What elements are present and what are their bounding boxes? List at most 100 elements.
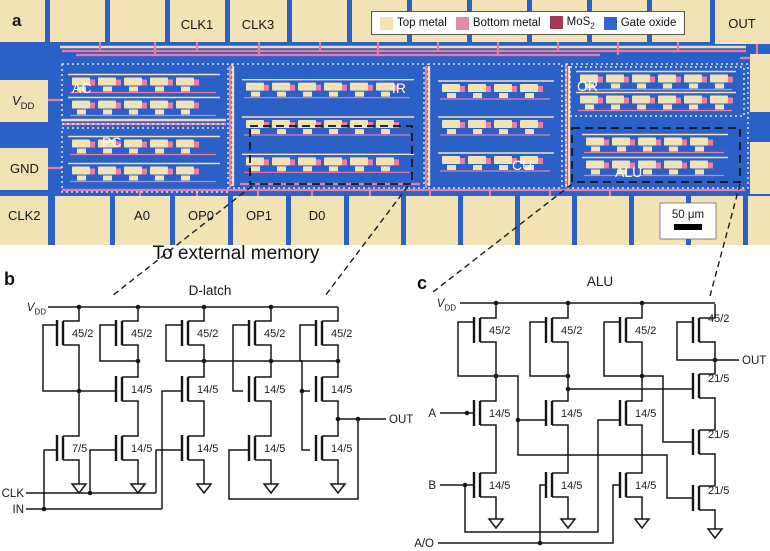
transistor: 14/5 — [180, 361, 218, 417]
svg-text:14/5: 14/5 — [489, 408, 510, 420]
transistor: 45/2 — [618, 302, 656, 358]
svg-text:45/2: 45/2 — [197, 328, 218, 340]
die-micrograph: a CLK1 CLK3 OUT VDD GND CLK2 A0 OP0 OP1 … — [0, 0, 770, 245]
legend-item-gate-oxide: Gate oxide — [603, 16, 676, 30]
gate-oxide-swatch — [603, 16, 617, 30]
transistor: 7/5 — [55, 420, 87, 476]
dlatch-title: D-latch — [189, 283, 232, 298]
alu-b-label: B — [428, 480, 436, 492]
svg-text:14/5: 14/5 — [635, 480, 656, 492]
transistor: 45/2 — [55, 305, 93, 361]
pad-label-vdd: VDD — [12, 93, 35, 112]
ground-symbol — [263, 480, 279, 494]
bond-pad — [750, 54, 770, 112]
svg-text:45/2: 45/2 — [561, 325, 582, 337]
svg-text:45/2: 45/2 — [331, 328, 352, 340]
block-label-ac: AC — [72, 80, 91, 96]
bond-pad — [520, 196, 572, 245]
svg-text:21/5: 21/5 — [708, 373, 729, 385]
transistor: 14/5 — [247, 420, 285, 476]
svg-text:14/5: 14/5 — [264, 443, 285, 455]
scale-bar: 50 μm — [659, 202, 717, 240]
panel-c-letter: c — [417, 273, 428, 293]
transistor: 14/5 — [114, 420, 152, 476]
alu-grounds — [488, 515, 723, 539]
transistor: 45/2 — [247, 305, 285, 361]
ground-symbol — [196, 480, 212, 494]
transistor: 21/5 — [691, 414, 729, 470]
pad-label-a0: A0 — [134, 208, 150, 223]
svg-text:45/2: 45/2 — [264, 328, 285, 340]
alu-a-label: A — [428, 408, 436, 420]
transistor: 45/2 — [180, 305, 218, 361]
svg-text:14/5: 14/5 — [635, 408, 656, 420]
bond-pad — [463, 196, 515, 245]
legend-item-top-metal: Top metal — [380, 16, 447, 30]
transistor: 14/5 — [114, 361, 152, 417]
transistor: 21/5 — [691, 470, 729, 526]
pad-label-op0: OP0 — [188, 208, 214, 223]
scale-bar-box — [659, 202, 717, 240]
pad-label-op1: OP1 — [246, 208, 272, 223]
panel-a-letter: a — [12, 11, 22, 30]
ground-symbol — [560, 515, 576, 529]
svg-text:45/2: 45/2 — [708, 313, 729, 325]
alu-junctions — [462, 300, 718, 546]
transistor: 14/5 — [618, 385, 656, 441]
alu-schematic: ALU 45/2 45/2 — [414, 274, 766, 550]
color-legend: Top metal Bottom metal MoS2 Gate oxide — [371, 11, 686, 35]
bond-pad-vdd — [0, 80, 48, 122]
svg-text:14/5: 14/5 — [561, 480, 582, 492]
circuit-texture — [68, 70, 736, 183]
dlatch-grounds — [71, 480, 346, 494]
dlatch-in-label: IN — [13, 504, 25, 516]
dlatch-junctions — [41, 304, 361, 512]
svg-text:45/2: 45/2 — [72, 328, 93, 340]
ground-symbol — [634, 515, 650, 529]
block-label-cu: CU — [512, 157, 532, 173]
panel-b-letter: b — [4, 269, 15, 289]
bond-pad — [577, 196, 629, 245]
transistor: 45/2 — [314, 305, 352, 361]
legend-item-mos2: MoS2 — [549, 16, 595, 30]
svg-text:14/5: 14/5 — [561, 408, 582, 420]
transistor: 14/5 — [314, 420, 352, 476]
alu-vdd-label: VDD — [437, 298, 456, 313]
pad-label-gnd: GND — [10, 161, 39, 176]
bond-pad — [349, 196, 401, 245]
svg-text:7/5: 7/5 — [72, 443, 87, 455]
dlatch-highlight-box — [249, 125, 413, 185]
mos2-swatch — [549, 16, 563, 30]
bond-pad — [748, 196, 770, 245]
transistor: 14/5 — [180, 420, 218, 476]
block-label-pc: PC — [102, 134, 121, 150]
top-metal-swatch — [380, 16, 393, 30]
bond-pad-clk3 — [230, 0, 287, 42]
transistor: 45/2 — [691, 302, 729, 358]
ground-symbol — [330, 480, 346, 494]
transistor: 45/2 — [544, 302, 582, 358]
svg-text:14/5: 14/5 — [264, 384, 285, 396]
bond-pad-clk1 — [170, 0, 225, 42]
bond-pad-clk2 — [0, 196, 48, 245]
alu-title: ALU — [587, 274, 613, 289]
block-box-ac — [61, 63, 229, 125]
transistor: 14/5 — [618, 457, 656, 513]
pad-label-out: OUT — [728, 16, 756, 31]
transistor: 14/5 — [472, 457, 510, 513]
svg-text:45/2: 45/2 — [635, 325, 656, 337]
svg-text:14/5: 14/5 — [131, 443, 152, 455]
alu-out-label: OUT — [742, 355, 766, 367]
svg-text:14/5: 14/5 — [131, 384, 152, 396]
svg-text:14/5: 14/5 — [197, 384, 218, 396]
svg-text:21/5: 21/5 — [708, 485, 729, 497]
bond-pad — [0, 0, 45, 42]
pad-label-clk3: CLK3 — [242, 17, 275, 32]
bond-pad — [406, 196, 458, 245]
svg-text:45/2: 45/2 — [131, 328, 152, 340]
transistor: 14/5 — [472, 385, 510, 441]
block-box-or — [569, 66, 745, 117]
block-label-or: OR — [577, 78, 598, 94]
bond-pad — [292, 0, 347, 42]
